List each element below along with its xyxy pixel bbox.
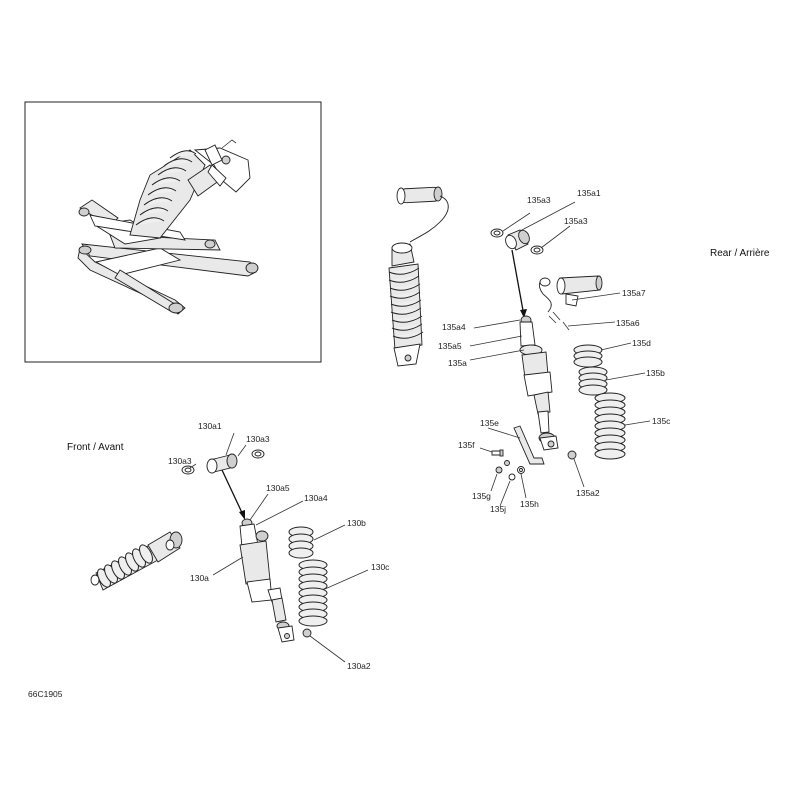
callout-135h: 135h <box>520 499 539 509</box>
callout-130a5: 130a5 <box>266 483 290 493</box>
spring-130b <box>288 526 314 559</box>
reference-code: 66C1905 <box>28 689 63 699</box>
callout-135a5: 135a5 <box>438 341 462 351</box>
spring-135b <box>578 366 608 396</box>
callout-135a1: 135a1 <box>577 188 601 198</box>
bracket-135e <box>513 425 545 465</box>
callout-labels: 135a3 135a1 135a3 135a7 135a4 135a6 135a… <box>168 188 671 671</box>
leader-lines <box>189 201 651 663</box>
callout-130a4: 130a4 <box>304 493 328 503</box>
callout-135a4: 135a4 <box>442 322 466 332</box>
callout-130b: 130b <box>347 518 366 528</box>
overview-inset <box>24 101 322 363</box>
nut-135j <box>508 473 516 481</box>
front-exploded-parts <box>181 449 328 643</box>
rear-shock-assembled <box>388 186 449 367</box>
callout-130a3-right: 130a3 <box>246 434 270 444</box>
rear-shock-coil <box>388 263 424 351</box>
callout-135c: 135c <box>652 416 671 426</box>
front-shock-body-130a <box>239 518 295 643</box>
callout-130a3-left: 130a3 <box>168 456 192 466</box>
section-label-rear: Rear / Arrière <box>710 248 770 259</box>
suspension-arm-overview <box>77 139 259 315</box>
callout-135j: 135j <box>490 504 506 514</box>
spring-135d <box>573 344 603 368</box>
callout-135d: 135d <box>632 338 651 348</box>
callout-130a: 130a <box>190 573 209 583</box>
nut-130a2 <box>302 628 312 638</box>
front-shock-assembled <box>90 531 183 591</box>
callout-130a1: 130a1 <box>198 421 222 431</box>
callout-130a2: 130a2 <box>347 661 371 671</box>
callout-135e: 135e <box>480 418 499 428</box>
rear-shock-body-135a <box>519 315 559 451</box>
callout-135a: 135a <box>448 358 467 368</box>
callout-135a2: 135a2 <box>576 488 600 498</box>
nut-135g <box>495 466 503 474</box>
callout-135b: 135b <box>646 368 665 378</box>
callout-130c: 130c <box>371 562 390 572</box>
callout-135g: 135g <box>472 491 491 501</box>
callout-135a3-lower: 135a3 <box>564 216 588 226</box>
callout-135a3-upper: 135a3 <box>527 195 551 205</box>
section-label-front: Front / Avant <box>67 442 124 453</box>
callout-135a7: 135a7 <box>622 288 646 298</box>
spring-130c <box>298 559 328 627</box>
spring-135c <box>594 392 626 460</box>
callout-135a6: 135a6 <box>616 318 640 328</box>
rear-reservoir <box>538 275 603 313</box>
nut-135a2 <box>567 450 577 460</box>
rear-exploded-parts <box>490 228 626 481</box>
front-shock-coil <box>97 544 153 588</box>
overview-coil <box>135 150 197 226</box>
callout-135f: 135f <box>458 440 475 450</box>
bushing-130a1 <box>206 453 238 474</box>
bushing-135a1 <box>505 229 530 251</box>
